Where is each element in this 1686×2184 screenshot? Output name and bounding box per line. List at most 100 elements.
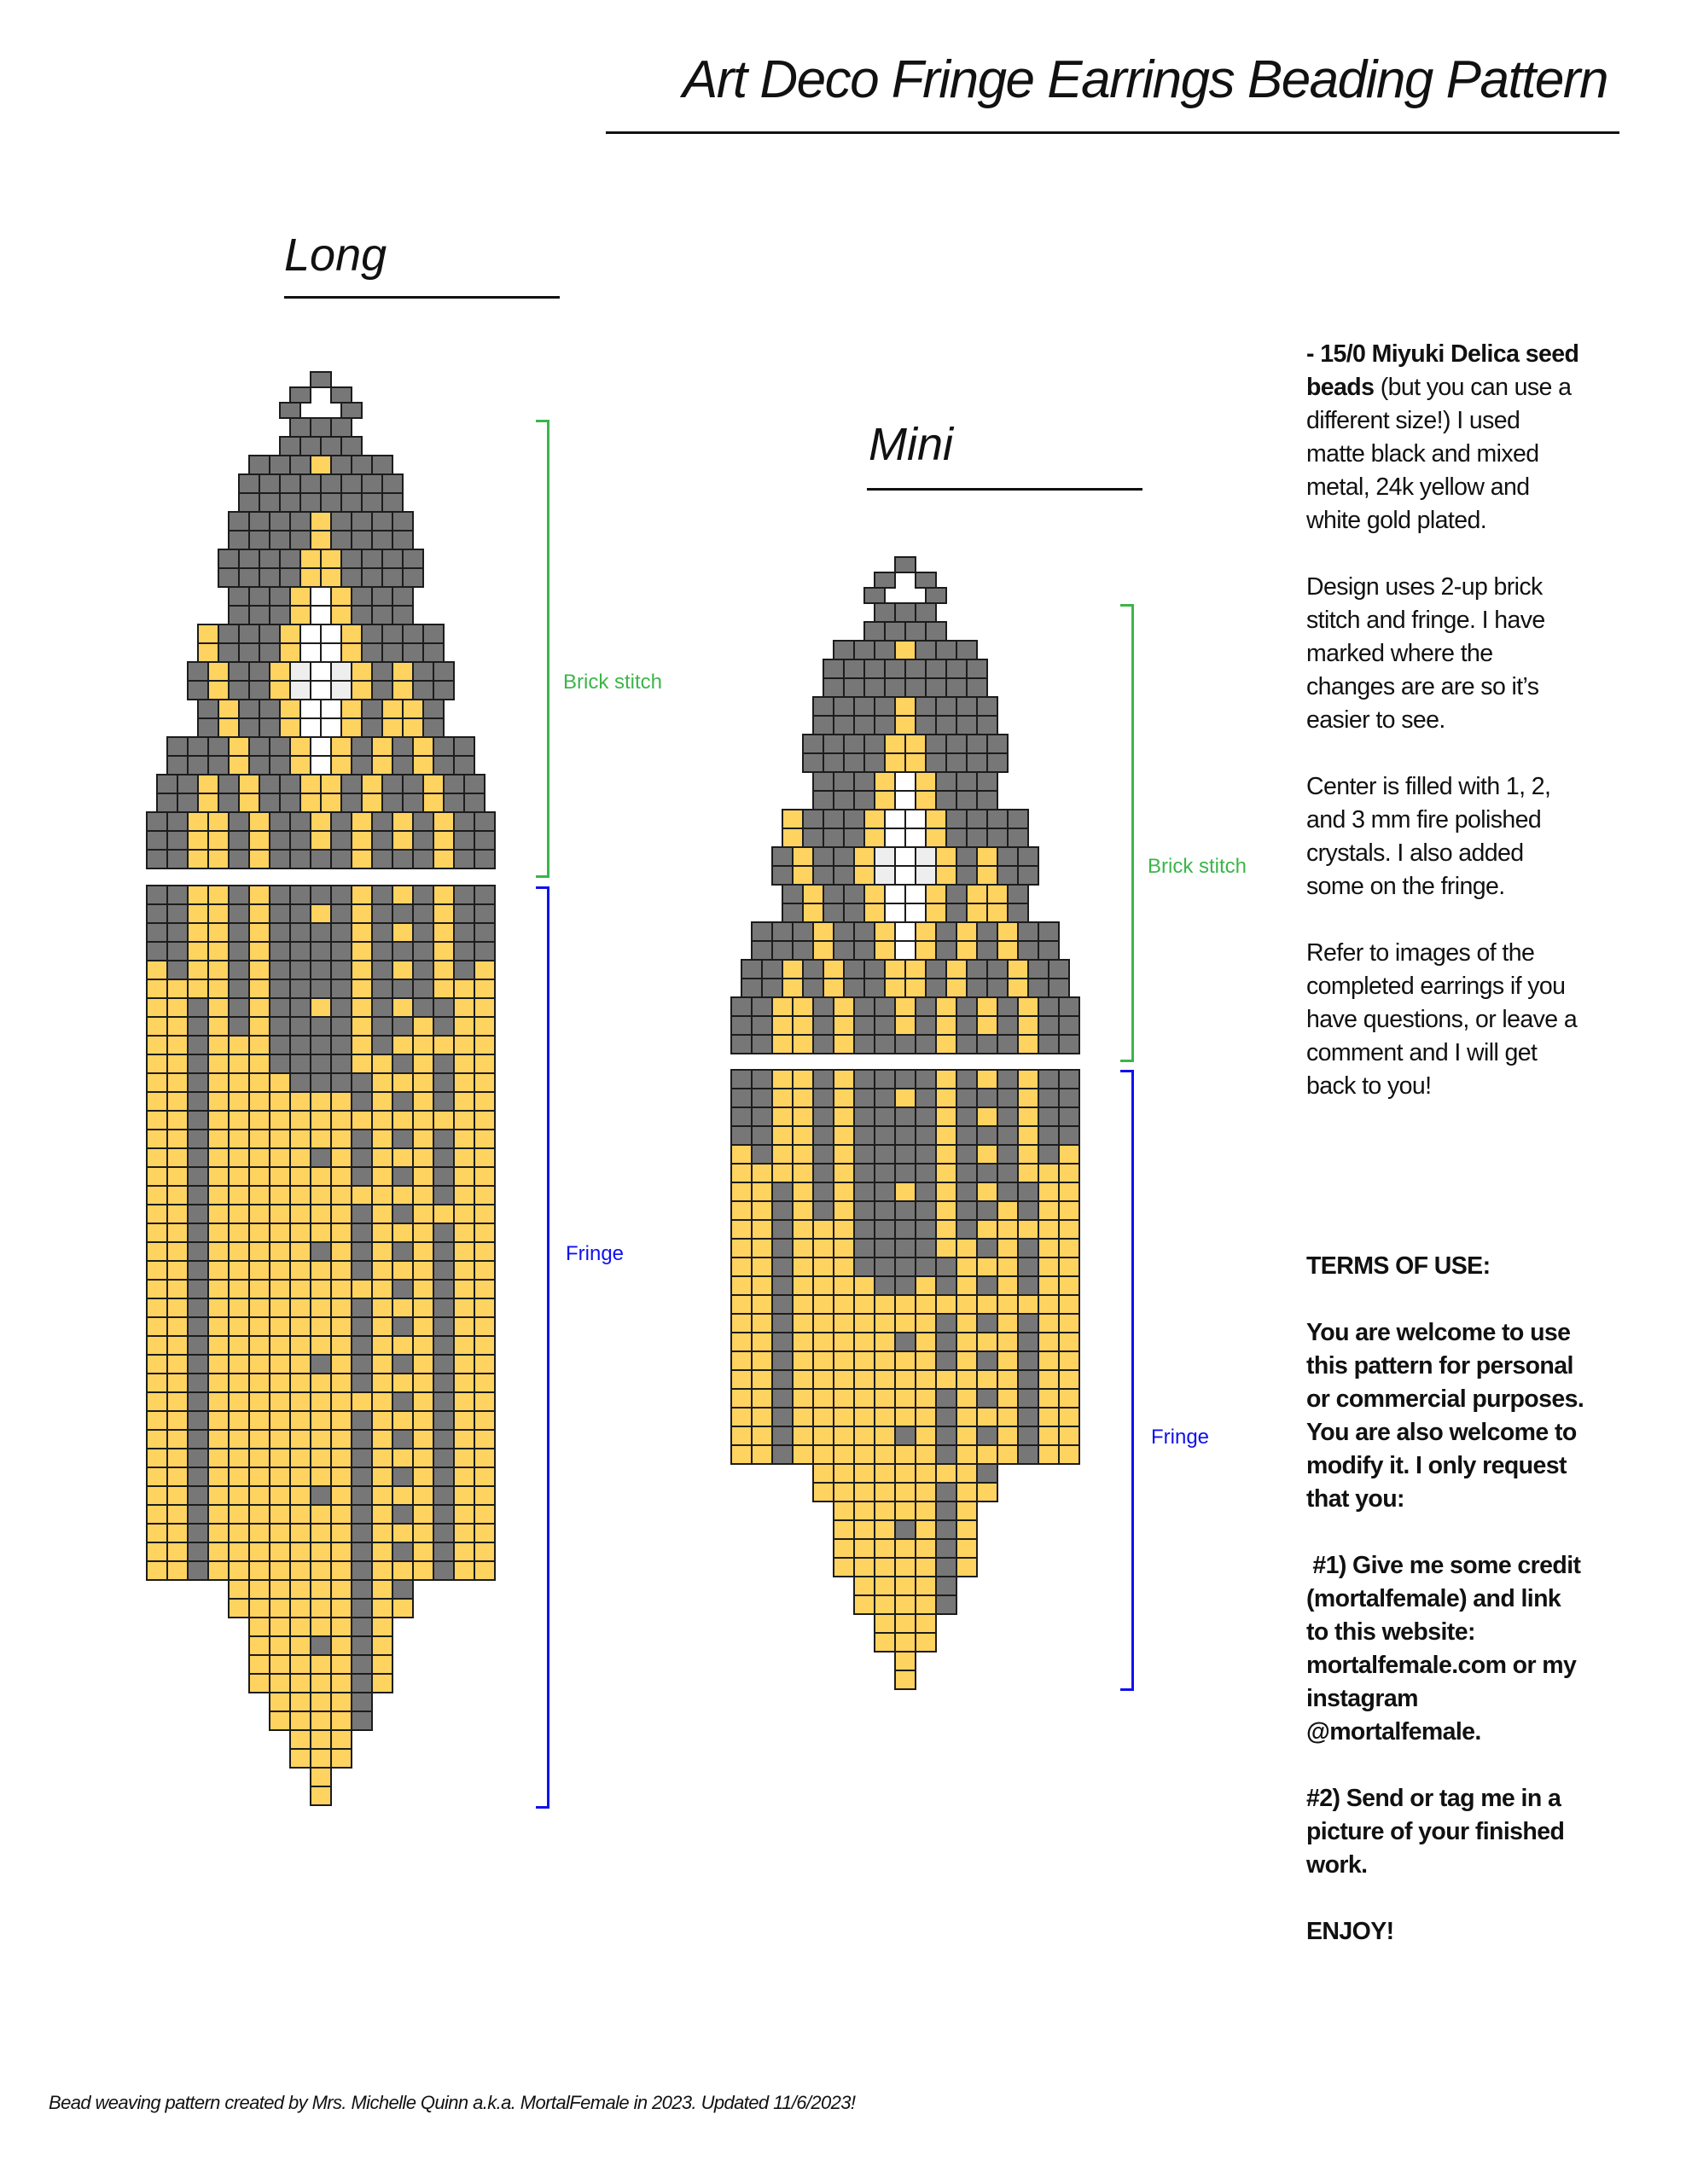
- fringe-bead: [269, 1129, 291, 1149]
- fringe-bead: [935, 1388, 957, 1409]
- fringe-bead: [812, 1388, 834, 1409]
- fringe-bead: [997, 1144, 1019, 1165]
- brick-bead: [751, 1015, 773, 1036]
- brick-bead: [843, 903, 865, 923]
- fringe-bead: [289, 1166, 311, 1187]
- fringe-bead: [915, 1257, 937, 1277]
- fringe-bead: [269, 1523, 291, 1543]
- brick-bead: [381, 473, 404, 494]
- fringe-bead: [894, 1125, 916, 1146]
- fringe-bead: [433, 1110, 455, 1130]
- fringe-bead: [1038, 1275, 1060, 1296]
- fringe-bead: [269, 1373, 291, 1393]
- brick-bead: [228, 605, 250, 625]
- brick-bead: [986, 959, 1009, 979]
- fringe-bead: [330, 1542, 352, 1562]
- fringe-bead: [730, 1444, 753, 1465]
- fringe-bead: [812, 1257, 834, 1277]
- brick-bead: [894, 996, 916, 1017]
- fringe-bead: [453, 1467, 475, 1487]
- brick-bead: [802, 809, 824, 829]
- fringe-bead: [269, 903, 291, 924]
- fringe-bead: [792, 1369, 814, 1390]
- brick-bead: [187, 811, 209, 832]
- fringe-bead: [146, 1354, 168, 1374]
- fringe-bead: [433, 1335, 455, 1356]
- brick-bead: [956, 1015, 978, 1036]
- fringe-bead: [310, 903, 332, 924]
- fringe-bead: [956, 1294, 978, 1315]
- fringe-bead: [269, 1673, 291, 1693]
- fringe-bead: [248, 1373, 270, 1393]
- brick-bead: [289, 530, 311, 550]
- brick-bead: [874, 715, 896, 735]
- brick-bead: [863, 884, 886, 904]
- fringe-bead: [228, 903, 250, 924]
- fringe-bead: [228, 1523, 250, 1543]
- fringe-bead: [935, 1538, 957, 1559]
- brick-bead: [453, 849, 475, 869]
- fringe-bead: [371, 1542, 393, 1562]
- fringe-bead: [792, 1444, 814, 1465]
- brick-bead: [833, 1015, 855, 1036]
- fringe-bead: [833, 1519, 855, 1540]
- fringe-bead: [330, 1654, 352, 1675]
- fringe-bead: [310, 885, 332, 905]
- fringe-bead: [453, 979, 475, 999]
- mini-section-title: Mini: [869, 419, 954, 470]
- mini-section-underline: [867, 488, 1142, 491]
- fringe-bead: [351, 1448, 373, 1468]
- brick-bead: [381, 717, 404, 738]
- fringe-bead: [894, 1670, 916, 1690]
- fringe-bead: [853, 1069, 875, 1089]
- fringe-bead: [392, 1110, 414, 1130]
- brick-bead: [853, 715, 875, 735]
- brick-bead: [248, 605, 270, 625]
- brick-bead: [915, 921, 937, 942]
- fringe-bead: [330, 941, 352, 961]
- brick-bead: [863, 752, 886, 773]
- fringe-bead: [146, 1560, 168, 1581]
- fringe-bead: [351, 1016, 373, 1037]
- notes-line: crystals. I also added: [1306, 837, 1578, 870]
- fringe-bead: [433, 885, 455, 905]
- fringe-bead: [853, 1200, 875, 1221]
- fringe-bead: [146, 903, 168, 924]
- fringe-bead: [351, 1598, 373, 1618]
- brick-bead: [422, 699, 445, 719]
- fringe-bead: [392, 1298, 414, 1318]
- fringe-bead: [833, 1313, 855, 1333]
- fringe-bead: [371, 1185, 393, 1205]
- fringe-bead: [853, 1275, 875, 1296]
- long-brick-stitch-bracket: [536, 420, 549, 878]
- brick-bead: [197, 793, 219, 813]
- fringe-bead: [874, 1069, 896, 1089]
- notes-line: white gold plated.: [1306, 504, 1578, 537]
- brick-bead: [320, 774, 342, 794]
- fringe-bead: [853, 1369, 875, 1390]
- fringe-bead: [997, 1163, 1019, 1183]
- brick-bead: [966, 659, 988, 679]
- brick-bead: [1017, 1034, 1039, 1054]
- brick-bead: [248, 849, 270, 869]
- fringe-bead: [371, 1035, 393, 1055]
- brick-bead: [915, 602, 937, 623]
- notes-line: marked where the: [1306, 637, 1578, 671]
- fringe-bead: [166, 1279, 189, 1299]
- fringe-bead: [935, 1407, 957, 1427]
- brick-bead: [1017, 865, 1039, 886]
- brick-bead: [863, 659, 886, 679]
- fringe-bead: [833, 1125, 855, 1146]
- fringe-bead: [453, 1542, 475, 1562]
- fringe-bead: [853, 1182, 875, 1202]
- fringe-bead: [976, 1388, 998, 1409]
- brick-bead: [177, 774, 199, 794]
- brick-bead: [925, 809, 947, 829]
- fringe-bead: [187, 1260, 209, 1281]
- brick-bead: [207, 811, 230, 832]
- fringe-bead: [248, 1185, 270, 1205]
- brick-bead: [340, 567, 363, 588]
- fringe-bead: [207, 1054, 230, 1074]
- fringe-bead: [228, 1223, 250, 1243]
- fringe-bead: [935, 1088, 957, 1108]
